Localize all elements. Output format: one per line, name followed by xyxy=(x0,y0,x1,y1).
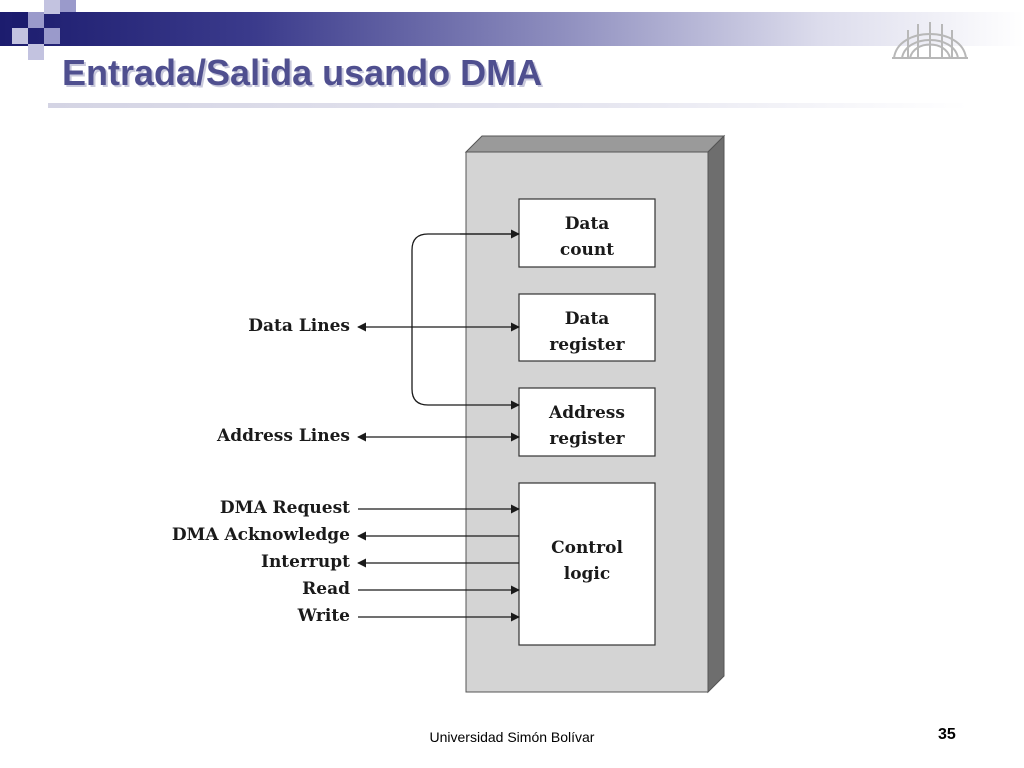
module-side-face xyxy=(707,134,725,694)
signal-label-interrupt: Interrupt xyxy=(261,552,350,572)
slide-title: Entrada/Salida usando DMA xyxy=(62,52,543,93)
signal-label-read: Read xyxy=(302,579,350,599)
title-underline xyxy=(48,103,968,108)
corner-square xyxy=(44,0,60,14)
internal-bus-connector xyxy=(411,233,520,410)
corner-square xyxy=(12,28,28,44)
data-count-label: count xyxy=(560,240,614,260)
footer-institution: Universidad Simón Bolívar xyxy=(429,729,595,745)
control-logic-label: logic xyxy=(564,564,611,584)
corner-square xyxy=(28,12,44,28)
data-count-label: Data xyxy=(565,214,610,234)
address-register-box xyxy=(518,387,656,457)
corner-square xyxy=(28,44,44,60)
corner-square xyxy=(60,0,76,12)
module-top-face xyxy=(464,135,726,153)
data-count-box xyxy=(518,198,656,268)
address-register-label: register xyxy=(549,429,625,449)
page-number: 35 xyxy=(938,726,956,743)
data-register-label: Data xyxy=(565,309,610,329)
address-register-label: Address xyxy=(548,403,625,423)
signal-label-address-lines: Address Lines xyxy=(216,426,350,446)
corner-square xyxy=(12,12,28,28)
control-logic-label: Control xyxy=(551,538,623,558)
control-logic-box xyxy=(518,482,656,646)
corner-square xyxy=(44,28,60,44)
data-register-label: register xyxy=(549,335,625,355)
signal-label-dma-acknowledge: DMA Acknowledge xyxy=(172,525,350,545)
signal-label-dma-request: DMA Request xyxy=(220,498,350,518)
university-logo-icon xyxy=(892,22,968,59)
signal-label-write: Write xyxy=(297,606,351,626)
signal-label-data-lines: Data Lines xyxy=(248,316,350,336)
header-band xyxy=(0,12,1024,46)
